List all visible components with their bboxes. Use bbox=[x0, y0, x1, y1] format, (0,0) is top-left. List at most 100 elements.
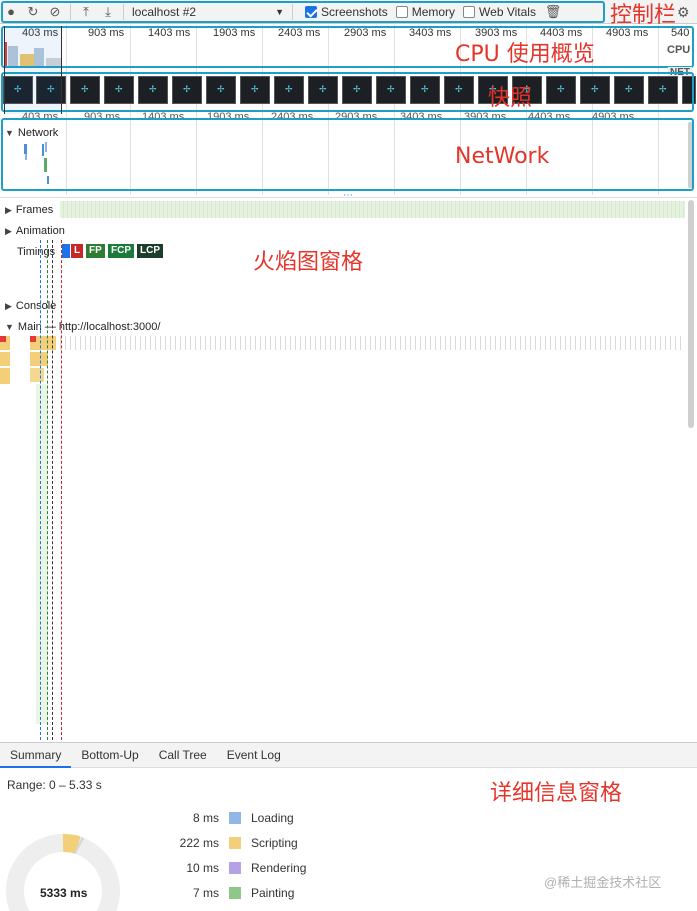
ruler-tick: 2403 ms bbox=[271, 111, 314, 123]
screenshots-checkbox-box[interactable] bbox=[305, 5, 317, 18]
legend-rendering-label: Rendering bbox=[251, 861, 307, 875]
timing-marker-fp[interactable]: FP bbox=[86, 244, 105, 258]
main-track-header[interactable]: ▼ Main — http://localhost:3000/ bbox=[5, 321, 160, 333]
ruler-tick: 4903 ms bbox=[606, 27, 649, 39]
ruler-tick: 1403 ms bbox=[148, 27, 191, 39]
screenshot-thumbnail[interactable]: ✢ bbox=[580, 76, 610, 104]
expand-triangle-icon[interactable]: ▼ bbox=[5, 322, 14, 332]
screenshots-checkbox[interactable]: Screenshots bbox=[305, 5, 388, 19]
screenshot-thumbnail[interactable]: ✢ bbox=[410, 76, 440, 104]
record-icon[interactable]: ● bbox=[7, 4, 15, 19]
screenshot-thumbnail[interactable]: ✢ bbox=[3, 76, 33, 104]
memory-checkbox[interactable]: Memory bbox=[395, 4, 456, 19]
network-track-title: Network bbox=[17, 127, 59, 139]
legend-rendering-ms: 10 ms bbox=[186, 861, 219, 875]
screenshot-thumbnail[interactable]: ✢ bbox=[546, 76, 576, 104]
ruler-tick: 4403 ms bbox=[540, 27, 583, 39]
trash-icon[interactable]: 🗑 bbox=[544, 3, 562, 19]
timings-track-title: Timings bbox=[17, 246, 56, 258]
console-track-title: Console bbox=[15, 300, 57, 312]
snapshots-highlight bbox=[1, 72, 694, 112]
network-track-header[interactable]: ▼ Network bbox=[5, 127, 58, 139]
expand-triangle-icon[interactable]: ▼ bbox=[5, 128, 14, 138]
upload-icon[interactable]: ⤒ bbox=[83, 3, 89, 19]
ruler-tick: 540 bbox=[671, 27, 690, 39]
timing-marker-fcp[interactable]: FCP bbox=[108, 244, 134, 258]
download-icon[interactable]: ⤓ bbox=[105, 3, 111, 19]
ruler-tick: 1903 ms bbox=[207, 111, 250, 123]
frames-track-header[interactable]: ▶ Frames bbox=[5, 204, 53, 216]
legend-painting-label: Painting bbox=[251, 886, 295, 900]
screenshot-thumbnail[interactable]: ✢ bbox=[70, 76, 100, 104]
cpu-activity-chart bbox=[4, 40, 64, 66]
snapshots-annotation: 快照 bbox=[488, 86, 533, 111]
settings-gear-icon[interactable]: ⚙ bbox=[677, 4, 690, 20]
ruler-tick: 3403 ms bbox=[409, 27, 452, 39]
screenshot-thumbnail[interactable]: ✢ bbox=[648, 76, 678, 104]
frames-strip[interactable] bbox=[60, 201, 685, 218]
screenshot-thumbnail[interactable]: ✢ bbox=[376, 76, 406, 104]
details-tabbar: Summary Bottom-Up Call Tree Event Log bbox=[0, 742, 697, 768]
network-scrollbar[interactable] bbox=[688, 122, 693, 188]
control-bar-highlight bbox=[1, 1, 605, 23]
timing-marker-l[interactable]: L bbox=[71, 244, 84, 258]
screenshot-thumbnail[interactable]: ✢ bbox=[138, 76, 168, 104]
reload-icon[interactable]: ↻ bbox=[27, 3, 39, 19]
screenshot-thumbnail[interactable]: ✢ bbox=[512, 76, 542, 104]
summary-total: 5333 ms bbox=[40, 886, 88, 900]
expand-triangle-icon[interactable]: ▶ bbox=[5, 225, 12, 236]
ruler-tick: 2903 ms bbox=[335, 111, 378, 123]
screenshot-thumbnail[interactable]: ✢ bbox=[104, 76, 134, 104]
clear-icon[interactable]: ⊘ bbox=[49, 3, 61, 19]
cpu-overview-highlight bbox=[1, 26, 694, 68]
screenshot-strip[interactable]: ✢ ✢ ✢ ✢ ✢ ✢ ✢ ✢ ✢ ✢ ✢ ✢ ✢ ✢ ✢ ✢ ✢ ✢ ✢ ✢ bbox=[0, 76, 697, 108]
screenshot-thumbnail[interactable]: ✢ bbox=[274, 76, 304, 104]
timing-guide-line bbox=[40, 240, 41, 740]
chevron-down-icon: ▼ bbox=[275, 6, 284, 17]
overview-selection-window[interactable] bbox=[4, 26, 62, 114]
expand-triangle-icon[interactable]: ▶ bbox=[5, 300, 12, 311]
tab-event-log[interactable]: Event Log bbox=[226, 748, 281, 762]
screenshot-thumbnail[interactable]: ✢ bbox=[308, 76, 338, 104]
webvitals-checkbox-box[interactable] bbox=[463, 5, 476, 18]
screenshot-thumbnail[interactable]: ✢ bbox=[172, 76, 202, 104]
screenshot-thumbnail[interactable]: ✢ bbox=[240, 76, 270, 104]
animation-track-header[interactable]: ▶ Animation bbox=[5, 225, 65, 237]
timing-marker-lcp[interactable]: LCP bbox=[137, 244, 163, 258]
timing-marker-dcl[interactable] bbox=[62, 244, 70, 258]
memory-checkbox-box[interactable] bbox=[395, 5, 408, 18]
ruler-tick: 2403 ms bbox=[278, 27, 321, 39]
screenshot-thumbnail[interactable]: ✢ bbox=[444, 76, 474, 104]
ruler-tick: 1403 ms bbox=[142, 111, 185, 123]
expand-triangle-icon[interactable]: ▶ bbox=[5, 204, 12, 215]
ruler-tick: 2903 ms bbox=[344, 27, 387, 39]
screenshot-thumbnail[interactable]: ✢ bbox=[342, 76, 372, 104]
frames-track-title: Frames bbox=[15, 204, 54, 216]
memory-label: Memory bbox=[411, 4, 456, 19]
tab-call-tree[interactable]: Call Tree bbox=[158, 748, 207, 762]
tab-bottom-up[interactable]: Bottom-Up bbox=[81, 748, 139, 762]
screenshot-thumbnail[interactable]: ✢ bbox=[206, 76, 236, 104]
screenshot-thumbnail[interactable]: ✢ bbox=[478, 76, 508, 104]
flame-pane[interactable] bbox=[0, 197, 697, 742]
console-track-header[interactable]: ▶ Console bbox=[5, 300, 56, 312]
ruler-tick: 3903 ms bbox=[464, 111, 507, 123]
webvitals-checkbox[interactable]: Web Vitals bbox=[463, 5, 536, 19]
ruler-tick: 403 ms bbox=[22, 111, 59, 123]
ruler-tick: 903 ms bbox=[88, 27, 125, 39]
target-select[interactable]: localhost #2 ▼ bbox=[128, 3, 288, 21]
flame-chart[interactable] bbox=[0, 336, 70, 736]
network-requests[interactable] bbox=[20, 140, 60, 185]
resize-handle[interactable]: ⋯ bbox=[343, 190, 353, 201]
screenshot-thumbnail[interactable]: ✢ bbox=[614, 76, 644, 104]
toolbar-divider bbox=[70, 3, 71, 20]
tab-summary[interactable]: Summary bbox=[0, 742, 72, 768]
legend-loading: 8 ms Loading bbox=[160, 811, 294, 825]
ruler-tick: 3403 ms bbox=[400, 111, 443, 123]
legend-scripting-label: Scripting bbox=[251, 836, 298, 850]
ruler-tick: 4403 ms bbox=[528, 111, 571, 123]
flame-scrollbar[interactable] bbox=[688, 200, 694, 428]
rendering-swatch bbox=[229, 862, 241, 874]
main-activity-strip[interactable] bbox=[60, 336, 685, 350]
painting-swatch bbox=[229, 887, 241, 899]
